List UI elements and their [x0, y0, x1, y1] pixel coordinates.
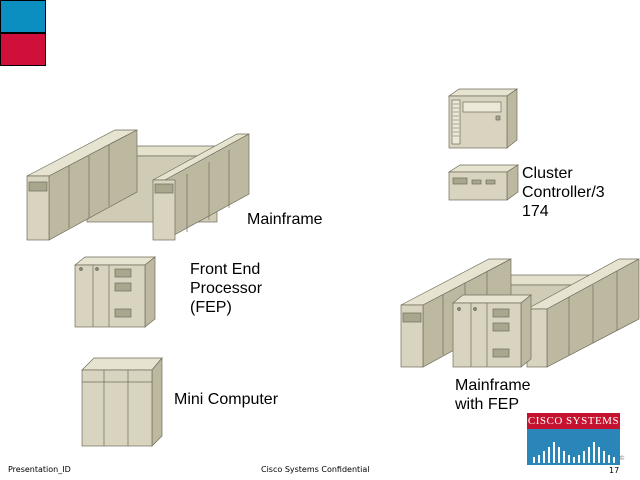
page-number: 17	[609, 466, 620, 475]
fep-label: Front End Processor (FEP)	[190, 261, 263, 316]
mainframe-icon	[26, 129, 250, 241]
presentation-id: Presentation_ID	[8, 465, 71, 474]
cisco-systems-logo: Cisco Systems	[527, 413, 620, 465]
mainframe-label: Mainframe	[247, 211, 323, 228]
front-end-processor-icon	[74, 256, 156, 328]
cluster-controller-label: Cluster Controller/3 174	[522, 165, 605, 220]
copyright-mark: ©	[619, 455, 625, 462]
cisco-bridge-icon	[527, 429, 620, 465]
confidential-notice: Cisco Systems Confidential	[261, 465, 370, 474]
mainframe-with-fep-icon	[400, 258, 640, 368]
mini-computer-label: Mini Computer	[174, 391, 279, 408]
corner-square-red	[0, 33, 46, 66]
cluster-controller-icon	[447, 88, 520, 201]
corner-square-blue	[0, 0, 46, 33]
cisco-logo-wordmark: Cisco Systems	[527, 413, 620, 429]
mini-computer-icon	[81, 357, 163, 447]
mainframe-with-fep-label: Mainframe with FEP	[455, 377, 531, 413]
